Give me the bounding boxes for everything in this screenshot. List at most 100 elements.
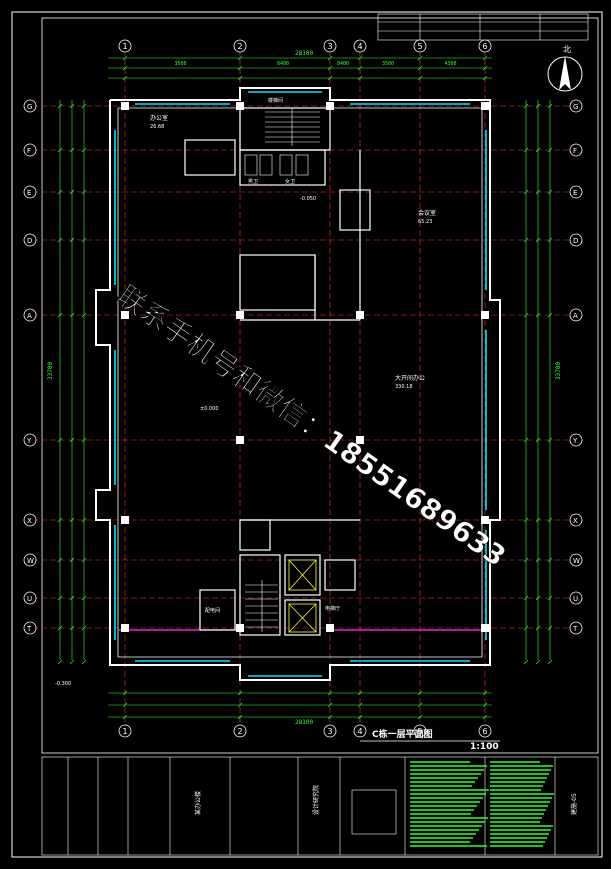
svg-text:1: 1	[123, 42, 128, 51]
top-segment-label: 4300	[445, 61, 457, 67]
column	[121, 311, 129, 319]
column	[356, 311, 364, 319]
svg-text:6: 6	[483, 727, 488, 736]
svg-text:A: A	[573, 312, 578, 320]
column	[326, 102, 334, 110]
column	[236, 311, 244, 319]
svg-text:E: E	[27, 189, 31, 197]
axis-bubble-left-W: W	[23, 553, 37, 567]
svg-text:W: W	[573, 557, 580, 565]
axis-bubble-6: 6	[478, 39, 492, 53]
windows	[114, 91, 487, 677]
elevator-shafts	[288, 559, 317, 633]
svg-text:X: X	[27, 517, 32, 525]
svg-text:1: 1	[123, 727, 128, 736]
axis-bubble-2: 2	[233, 39, 247, 53]
axis-bubble-3: 3	[323, 724, 337, 738]
axis-bubble-left-Y: Y	[23, 433, 37, 447]
axis-bubble-right-T: T	[569, 621, 583, 635]
title-block-project: 某办公楼	[194, 791, 202, 815]
axis-bubble-4: 4	[353, 39, 367, 53]
svg-text:D: D	[27, 237, 32, 245]
structural-columns	[121, 102, 489, 632]
svg-text:5: 5	[418, 727, 423, 736]
elevation-exterior: -0.300	[55, 681, 71, 687]
axis-bubble-right-G: G	[569, 99, 583, 113]
room-area-office: 26.68	[150, 124, 164, 130]
axis-bubble-4: 4	[353, 724, 367, 738]
axis-bubble-left-G: G	[23, 99, 37, 113]
axis-bubble-left-T: T	[23, 621, 37, 635]
toilet-stalls	[244, 154, 309, 176]
general-notes	[410, 761, 554, 847]
room-name-electrical: 配电间	[205, 607, 220, 614]
svg-text:5: 5	[418, 42, 423, 51]
axis-bubble-1: 1	[118, 39, 132, 53]
svg-text:F: F	[27, 147, 31, 155]
room-name-elevator-hall: 电梯厅	[325, 605, 340, 612]
room-name-office: 办公室	[150, 114, 168, 122]
room-name-open-office: 大开间办公	[395, 374, 425, 382]
overall-width-top: 28100	[295, 50, 313, 57]
axis-bubble-3: 3	[323, 39, 337, 53]
axis-bubble-left-D: D	[23, 233, 37, 247]
room-name-stair: 楼梯间	[268, 97, 283, 104]
svg-text:4: 4	[358, 727, 363, 736]
drawing-scale: 1:100	[470, 742, 499, 752]
axis-bubble-left-X: X	[23, 513, 37, 527]
top-segment-label: 8400	[337, 61, 349, 67]
dimension-ticks	[57, 55, 553, 720]
axis-bubble-right-D: D	[569, 233, 583, 247]
north-label: 北	[563, 45, 571, 54]
axis-bubble-left-A: A	[23, 308, 37, 322]
room-name-meeting: 会议室	[418, 209, 436, 217]
column	[236, 102, 244, 110]
svg-text:T: T	[572, 625, 578, 633]
column	[121, 624, 129, 632]
axis-bubble-5: 5	[413, 724, 427, 738]
axis-bubble-2: 2	[233, 724, 247, 738]
svg-text:W: W	[27, 557, 34, 565]
column	[236, 436, 244, 444]
svg-text:F: F	[573, 147, 577, 155]
dimension-lines	[59, 57, 551, 718]
svg-text:D: D	[573, 237, 578, 245]
room-area-meeting: 65.23	[418, 219, 432, 225]
svg-text:T: T	[26, 625, 32, 633]
svg-text:Y: Y	[26, 437, 32, 445]
svg-text:4: 4	[358, 42, 363, 51]
svg-text:G: G	[573, 103, 578, 111]
stair-south	[245, 580, 278, 632]
axis-bubble-right-F: F	[569, 143, 583, 157]
svg-text:2: 2	[238, 42, 243, 51]
column	[121, 516, 129, 524]
room-name-mens-toilet: 男卫	[248, 179, 258, 185]
column	[326, 624, 334, 632]
sheet-frame	[11, 11, 603, 858]
overall-width-bottom: 28100	[295, 719, 313, 726]
svg-text:6: 6	[483, 42, 488, 51]
axis-bubble-5: 5	[413, 39, 427, 53]
svg-text:U: U	[27, 595, 32, 603]
title-block	[41, 756, 599, 856]
svg-text:3: 3	[328, 727, 333, 736]
top-segment-label: 8400	[277, 61, 289, 67]
top-segment-label: 3500	[382, 61, 394, 67]
stair-north	[265, 108, 320, 146]
svg-text:2: 2	[238, 727, 243, 736]
elevation-main: ±0.000	[200, 406, 219, 412]
room-name-womens-toilet: 女卫	[285, 178, 295, 185]
column	[481, 311, 489, 319]
axis-bubble-right-W: W	[569, 553, 583, 567]
axis-bubble-left-U: U	[23, 591, 37, 605]
svg-text:E: E	[573, 189, 577, 197]
column	[481, 624, 489, 632]
column	[481, 516, 489, 524]
svg-text:X: X	[573, 517, 578, 525]
column	[356, 436, 364, 444]
svg-text:U: U	[573, 595, 578, 603]
axis-bubble-right-X: X	[569, 513, 583, 527]
axis-bubble-right-E: E	[569, 185, 583, 199]
